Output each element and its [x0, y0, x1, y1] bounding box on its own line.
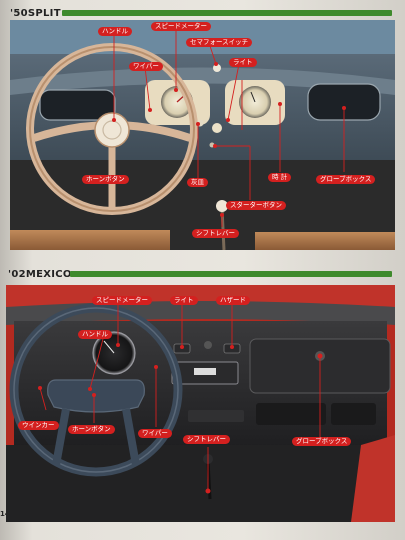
section-divider-split	[62, 10, 392, 16]
label-split-ashtray: 灰皿	[187, 178, 208, 187]
label-mexico-glovebox: グローブボックス	[292, 437, 352, 446]
label-split-starter: スターターボタン	[226, 201, 286, 210]
photo-mexico-dashboard	[6, 285, 395, 522]
label-split-clock: 時 計	[268, 173, 292, 182]
label-mexico-light: ライト	[170, 296, 198, 305]
label-split-handle: ハンドル	[98, 27, 132, 36]
label-mexico-horn: ホーンボタン	[68, 425, 115, 434]
label-split-glovebox: グローブボックス	[316, 175, 376, 184]
label-split-light: ライト	[229, 58, 257, 67]
label-mexico-handle: ハンドル	[78, 330, 112, 339]
label-split-wiper: ワイパー	[129, 62, 163, 71]
section-title-mexico: '02MEXICO	[8, 269, 72, 280]
section-divider-mexico	[70, 271, 392, 277]
section-title-split: '50SPLIT	[10, 8, 61, 19]
label-split-speedometer: スピードメーター	[151, 22, 211, 31]
label-mexico-speedometer: スピードメーター	[92, 296, 152, 305]
label-mexico-shift: シフトレバー	[183, 435, 230, 444]
photo-split-dashboard	[10, 20, 395, 250]
label-split-semaphore: セマフォースイッチ	[186, 38, 253, 47]
label-split-horn: ホーンボタン	[82, 175, 129, 184]
label-split-shift: シフトレバー	[192, 229, 239, 238]
page-number: 14	[0, 510, 10, 518]
label-mexico-winker: ウインカー	[18, 421, 59, 430]
label-mexico-hazard: ハザード	[216, 296, 250, 305]
label-mexico-wiper: ワイパー	[138, 429, 172, 438]
